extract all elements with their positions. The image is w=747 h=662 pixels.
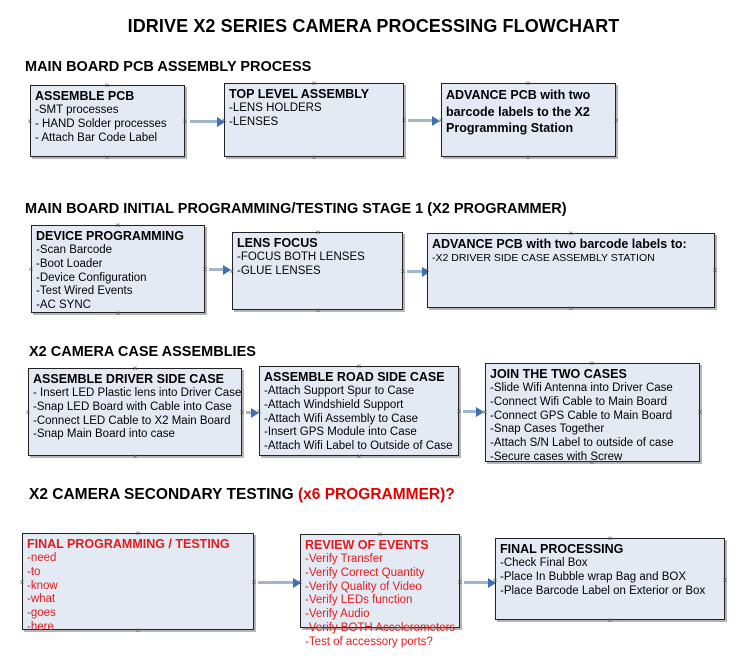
section-header-text: MAIN BOARD PCB ASSEMBLY PROCESS (25, 59, 312, 75)
node-line: -Connect Wifi Cable to Main Board (490, 395, 668, 408)
arrow-final-programming-to-review-of-events (258, 577, 301, 588)
section-header-text: MAIN BOARD INITIAL PROGRAMMING/TESTING S… (25, 201, 567, 217)
node-line: -Secure cases with Screw (490, 451, 623, 464)
section-header-x2-camera-case-assemblies: X2 CAMERA CASE ASSEMBLIES (29, 344, 256, 360)
node-line: -Place In Bubble wrap Bag and BOX (500, 570, 687, 583)
node-line: -here (27, 621, 54, 634)
node-title: ASSEMBLE DRIVER SIDE CASE (33, 372, 225, 386)
section-header-main-board-initial-programming-testing-stage-1: MAIN BOARD INITIAL PROGRAMMING/TESTING S… (25, 201, 567, 217)
node-line: -what (27, 593, 56, 606)
node-line: -Slide Wifi Antenna into Driver Case (490, 381, 673, 394)
arrow-assemble-pcb-to-top-level-assembly (190, 116, 225, 127)
node-line: -SMT processes (35, 103, 119, 116)
arrow-top-level-assembly-to-advance-pcb (408, 115, 440, 126)
arrow-driver-side-to-road-side (246, 407, 259, 418)
node-line: -Boot Loader (36, 257, 103, 270)
node-join-the-two-cases[interactable]: JOIN THE TWO CASES -Slide Wifi Antenna i… (485, 363, 700, 464)
node-line: -Snap Cases Together (490, 423, 605, 436)
arrow-lens-focus-to-advance-pcb (407, 266, 430, 277)
section-header-x2-camera-secondary-testing: X2 CAMERA SECONDARY TESTING (x6 PROGRAMM… (29, 486, 455, 504)
node-device-programming[interactable]: DEVICE PROGRAMMING -Scan Barcode -Boot L… (31, 225, 205, 313)
node-title: JOIN THE TWO CASES (490, 367, 627, 381)
node-line: - Insert LED Plastic lens into Driver Ca… (33, 386, 242, 399)
node-title: ASSEMBLE ROAD SIDE CASE (264, 370, 445, 384)
node-final-processing[interactable]: FINAL PROCESSING -Check Final Box -Place… (495, 538, 725, 620)
node-top-level-assembly[interactable]: TOP LEVEL ASSEMBLY -LENS HOLDERS -LENSES (224, 83, 404, 157)
page-title: IDRIVE X2 SERIES CAMERA PROCESSING FLOWC… (127, 16, 620, 36)
node-line: -Attach Support Spur to Case (264, 384, 415, 397)
node-line: -Test Wired Events (36, 285, 133, 298)
node-title: LENS FOCUS (237, 236, 318, 250)
node-title: ADVANCE PCB with two barcode labels to: (432, 237, 687, 251)
node-line: -Scan Barcode (36, 243, 113, 256)
node-title: FINAL PROGRAMMING / TESTING (27, 537, 230, 551)
node-line: -GLUE LENSES (237, 264, 321, 277)
node-line: -need (27, 551, 57, 564)
section-header-red-text: (x6 PROGRAMMER)? (298, 486, 455, 503)
section-header-text: X2 CAMERA SECONDARY TESTING (29, 486, 298, 503)
node-title: TOP LEVEL ASSEMBLY (229, 87, 370, 101)
node-assemble-driver-side-case[interactable]: ASSEMBLE DRIVER SIDE CASE - Insert LED P… (28, 368, 242, 456)
node-line: -Verify LEDs function (305, 594, 413, 607)
node-title: FINAL PROCESSING (500, 542, 624, 556)
node-title: DEVICE PROGRAMMING (36, 229, 184, 243)
node-line: -FOCUS BOTH LENSES (237, 250, 365, 263)
node-advance-pcb-to-programming-station[interactable]: ADVANCE PCB with two barcode labels to t… (441, 83, 616, 157)
node-line: -Attach S/N Label to outside of case (490, 437, 674, 450)
node-lens-focus[interactable]: LENS FOCUS -FOCUS BOTH LENSES -GLUE LENS… (232, 232, 403, 310)
node-line: -goes (27, 607, 56, 620)
node-line: - HAND Solder processes (35, 117, 167, 130)
node-title: REVIEW OF EVENTS (305, 538, 429, 552)
node-line: -Connect GPS Cable to Main Board (490, 409, 673, 422)
node-line: -Verify Audio (305, 608, 370, 621)
node-line: -Insert GPS Module into Case (264, 426, 417, 439)
arrow-review-of-events-to-final-processing (464, 577, 496, 588)
node-line: -Snap Main Board into case (33, 428, 175, 441)
node-line: -Verify BOTH Accelerometers (305, 622, 456, 635)
node-line: -AC SYNC (36, 299, 91, 312)
node-line: -Attach Wifi Label to Outside of Case (264, 440, 453, 453)
node-line: -Device Configuration (36, 271, 147, 284)
node-line: -Place Barcode Label on Exterior or Box (500, 584, 706, 597)
arrow-road-side-to-join-cases (463, 406, 484, 417)
node-title: ADVANCE PCB with two barcode labels to t… (446, 88, 591, 135)
node-line: - Attach Bar Code Label (35, 131, 158, 144)
node-line: -know (27, 579, 58, 592)
node-line: -LENS HOLDERS (229, 101, 322, 114)
node-line: -Snap LED Board with Cable into Case (33, 400, 232, 413)
section-header-main-board-pcb-assembly-process: MAIN BOARD PCB ASSEMBLY PROCESS (25, 59, 311, 75)
node-line: -Verify Quality of Video (305, 580, 422, 593)
node-line: -Verify Transfer (305, 552, 383, 565)
node-line: -Test of accessory ports? (305, 636, 433, 649)
node-line: -X2 DRIVER SIDE CASE ASSEMBLY STATION (432, 251, 655, 264)
arrow-device-programming-to-lens-focus (209, 264, 231, 275)
node-line: -Verify Correct Quantity (305, 566, 425, 579)
node-line: -Attach Windshield Support (264, 398, 404, 411)
node-assemble-road-side-case[interactable]: ASSEMBLE ROAD SIDE CASE -Attach Support … (259, 366, 459, 456)
node-advance-pcb-to-driver-side-case-assembly[interactable]: ADVANCE PCB with two barcode labels to: … (427, 233, 715, 308)
node-title: ASSEMBLE PCB (35, 89, 135, 103)
section-header-text: X2 CAMERA CASE ASSEMBLIES (29, 344, 256, 360)
node-review-of-events[interactable]: REVIEW OF EVENTS -Verify Transfer -Verif… (300, 534, 460, 648)
node-line: -Attach Wifi Assembly to Case (264, 412, 419, 425)
node-final-programming-testing[interactable]: FINAL PROGRAMMING / TESTING -need -to -k… (22, 533, 254, 633)
node-assemble-pcb[interactable]: ASSEMBLE PCB -SMT processes - HAND Solde… (30, 85, 185, 157)
node-line: -LENSES (229, 115, 279, 128)
node-line: -to (27, 565, 41, 578)
node-line: -Check Final Box (500, 556, 588, 569)
node-line: -Connect LED Cable to X2 Main Board (33, 414, 231, 427)
